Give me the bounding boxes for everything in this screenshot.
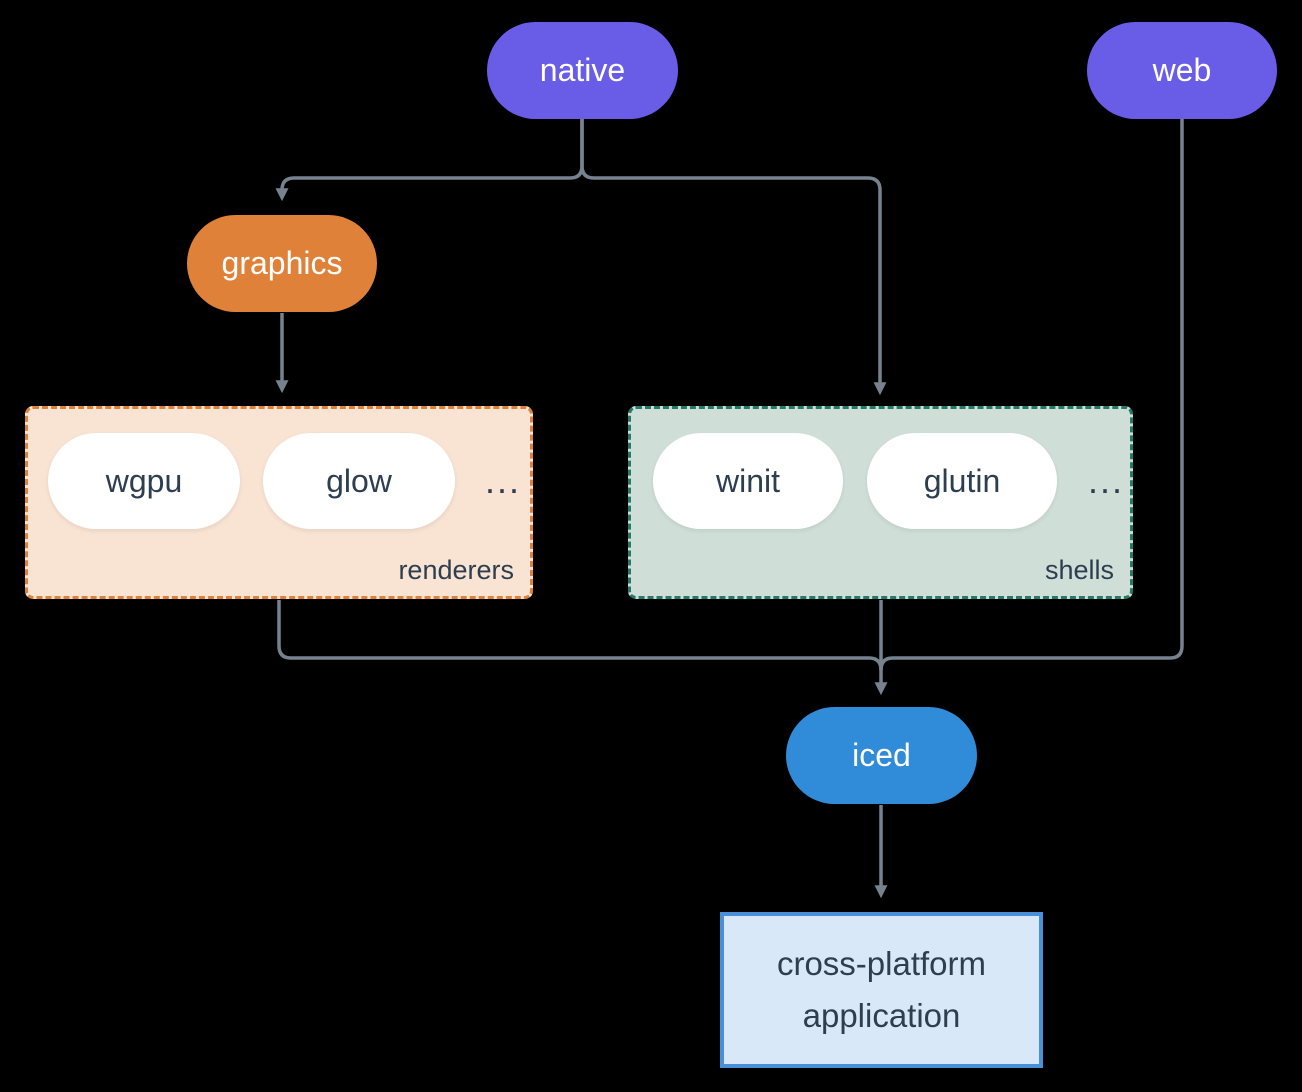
shells-label: shells bbox=[1044, 555, 1114, 585]
node-native: native bbox=[487, 22, 678, 119]
node-iced: iced bbox=[786, 707, 977, 804]
node-wgpu: wgpu bbox=[48, 433, 240, 529]
node-web: web bbox=[1087, 22, 1277, 119]
group-renderers: wgpu glow ... renderers bbox=[25, 406, 533, 599]
edge-native-shells bbox=[580, 119, 887, 396]
renderers-ellipsis: ... bbox=[484, 460, 521, 501]
edge-renderers-junction bbox=[277, 600, 883, 671]
node-glow: glow bbox=[263, 433, 455, 529]
app-label-line-1: cross-platform bbox=[776, 945, 987, 982]
node-winit: winit bbox=[653, 433, 843, 529]
app-label-line-2: application bbox=[802, 997, 961, 1034]
node-graphics: graphics bbox=[187, 215, 377, 312]
node-cross-platform-application: cross-platform application bbox=[720, 912, 1043, 1068]
edge-native-graphics bbox=[275, 119, 584, 202]
renderers-label: renderers bbox=[398, 555, 514, 585]
group-shells: winit glutin ... shells bbox=[628, 406, 1133, 599]
shells-ellipsis: ... bbox=[1087, 460, 1124, 501]
node-glutin: glutin bbox=[867, 433, 1057, 529]
